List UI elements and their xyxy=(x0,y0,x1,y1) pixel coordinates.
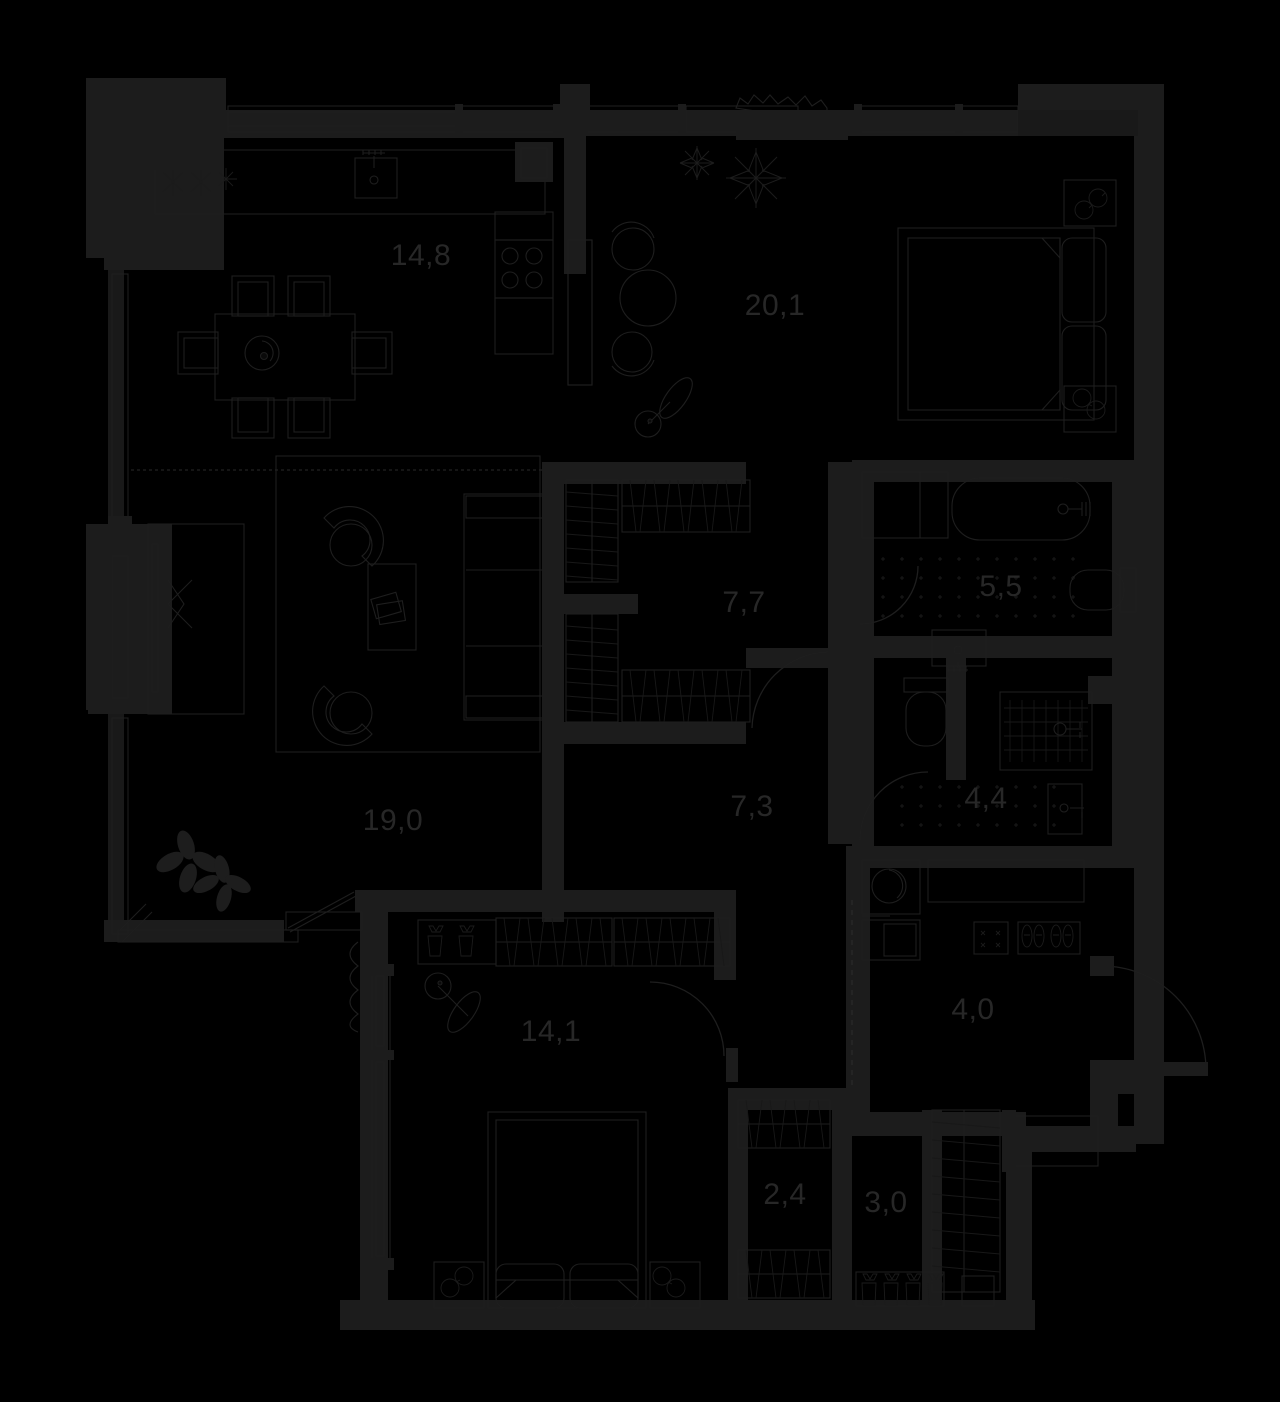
room-wardrobe: 2,4 xyxy=(737,1099,831,1299)
area-label-living: 19,0 xyxy=(363,804,423,837)
room-storage: 3,0 xyxy=(855,1109,1099,1307)
dresser-icon xyxy=(417,919,497,965)
corridor-door-arc xyxy=(751,651,829,729)
double-bed-icon xyxy=(897,227,1107,421)
sofa-icon xyxy=(463,493,547,721)
wardrobe-rail-icon xyxy=(737,1099,831,1299)
room-living: 19,0 xyxy=(131,455,556,912)
balcony-left xyxy=(108,273,299,943)
tv-unit-icon xyxy=(147,523,245,715)
tile-floor xyxy=(866,548,1086,628)
coat-row-icon xyxy=(855,1271,945,1307)
shelving-icon xyxy=(931,1109,1001,1293)
wall-trim xyxy=(86,78,1164,1090)
entrance-door-arc xyxy=(1101,965,1207,1071)
nightstand-icon xyxy=(433,1261,701,1309)
room-kitchen: 14,8 xyxy=(154,142,593,439)
area-label-storage: 3,0 xyxy=(864,1186,907,1219)
shelving-icon xyxy=(565,479,619,723)
coat-hooks-icon xyxy=(973,921,1009,955)
washing-machine-icon xyxy=(861,859,921,915)
floor-lamp-icon xyxy=(424,972,481,1033)
nightstand-icon xyxy=(1063,179,1117,433)
washbasin-icon xyxy=(1047,783,1084,835)
balcony-bottom-left xyxy=(285,891,394,1270)
room-corridor-upper: 7,7 xyxy=(565,479,829,729)
tile-floor xyxy=(900,774,1070,840)
area-label-bathroom-main: 5,5 xyxy=(979,570,1022,603)
wardrobe-rail-icon xyxy=(621,479,751,723)
area-label-corridor-lower: 7,3 xyxy=(730,790,773,823)
armchair-icon xyxy=(312,506,384,746)
bathroom-main-door-arc xyxy=(859,565,919,625)
room-bathroom-main: 5,5 xyxy=(859,471,1137,672)
bedroom-2-door-arc xyxy=(649,981,725,1057)
double-bed-icon xyxy=(487,1111,647,1309)
toilet-icon xyxy=(1069,567,1137,613)
area-label-kitchen: 14,8 xyxy=(391,239,451,272)
room-master-bedroom: 20,1 xyxy=(567,146,1117,438)
dining-set xyxy=(177,275,393,439)
area-label-wardrobe: 2,4 xyxy=(763,1178,806,1211)
room-corridor-lower: 7,3 xyxy=(730,790,853,1090)
room-bedroom-2: 14,1 xyxy=(417,917,738,1309)
decor-star-icon xyxy=(679,146,786,208)
bathroom-wc-door-arc xyxy=(859,771,929,841)
area-label-bedroom-2: 14,1 xyxy=(521,1015,581,1048)
area-label-corridor-upper: 7,7 xyxy=(722,586,765,619)
round-table-set-icon xyxy=(611,221,693,438)
radiator-icon xyxy=(159,168,237,196)
kitchen-sink-icon xyxy=(354,150,398,199)
window-band-top xyxy=(227,94,1138,140)
shower-tray-icon xyxy=(999,691,1093,771)
bathtub-icon xyxy=(861,471,1091,541)
area-label-entry: 4,0 xyxy=(951,993,994,1026)
coffee-table-icon xyxy=(367,563,417,651)
wardrobe-rail-icon xyxy=(495,917,731,967)
room-bathroom-wc: 4,4 xyxy=(859,677,1093,841)
washbasin-icon xyxy=(931,629,987,672)
potted-plant-icon xyxy=(156,830,251,912)
toilet-icon xyxy=(903,677,949,747)
area-label-master-bedroom: 20,1 xyxy=(745,289,805,322)
area-label-bathroom-wc: 4,4 xyxy=(964,782,1007,815)
shoe-rack-icon xyxy=(1017,921,1081,955)
